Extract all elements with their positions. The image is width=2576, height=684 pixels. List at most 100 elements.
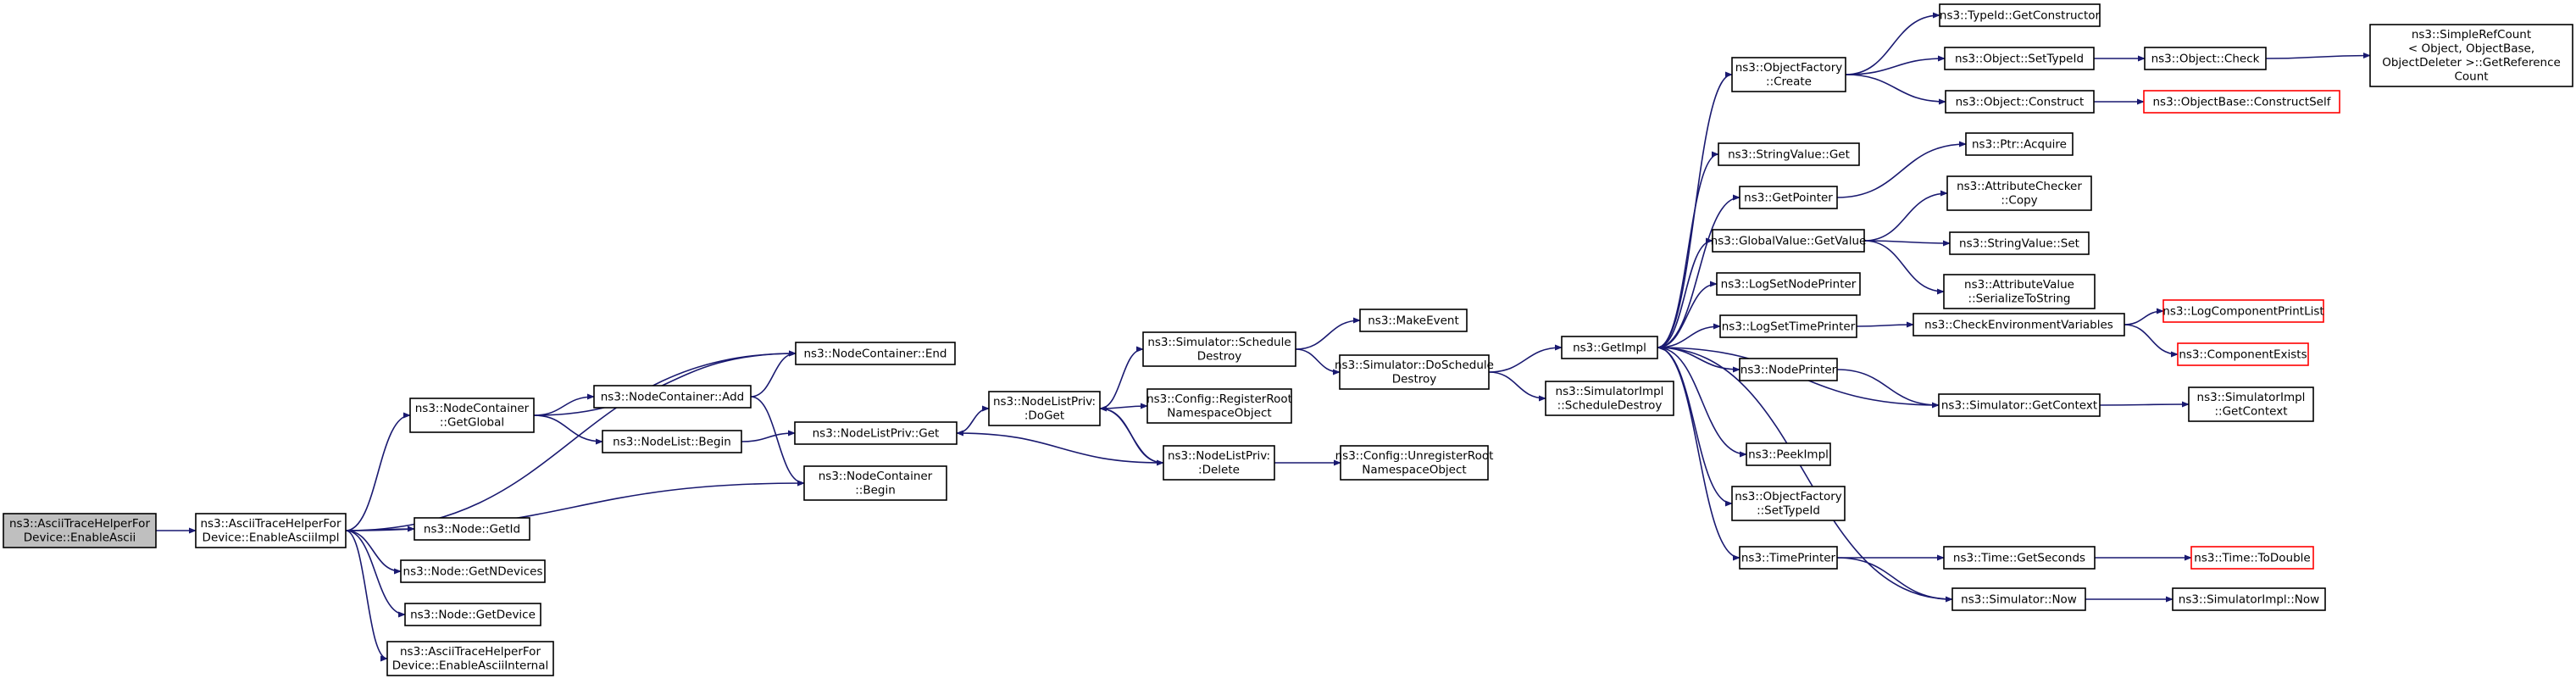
node-box[interactable]	[400, 559, 546, 583]
node-box[interactable]	[1944, 47, 2095, 70]
node-ns3-logsettimeprinter[interactable]: ns3::LogSetTimePrinter	[1719, 314, 1857, 338]
node-ns3-objectfactory-create[interactable]: ns3::ObjectFactory::Create	[1731, 57, 1846, 92]
node-ns3-componentexists[interactable]: ns3::ComponentExists	[2177, 342, 2309, 366]
node-box[interactable]	[1739, 546, 1838, 570]
node-ns3-checkenvironmentvariables[interactable]: ns3::CheckEnvironmentVariables	[1913, 313, 2125, 336]
node-ns3-simulator-getcontext[interactable]: ns3::Simulator::GetContext	[1938, 393, 2101, 417]
node-ns3-nodecontainer-getglobal[interactable]: ns3::NodeContainer::GetGlobal	[409, 398, 535, 433]
node-box[interactable]	[1719, 314, 1857, 338]
node-ns3-nodecontainer-end[interactable]: ns3::NodeContainer::End	[795, 342, 956, 365]
node-box[interactable]	[1545, 381, 1674, 416]
node-box[interactable]	[1561, 336, 1658, 359]
node-ns3-objectbase-constructself[interactable]: ns3::ObjectBase::ConstructSelf	[2143, 90, 2340, 114]
node-ns3-getpointer[interactable]: ns3::GetPointer	[1739, 186, 1838, 209]
node-box[interactable]	[1712, 229, 1865, 253]
node-ns3-objectfactory-settypeid[interactable]: ns3::ObjectFactory::SetTypeId	[1731, 486, 1846, 521]
node-ns3-nodelist-begin[interactable]: ns3::NodeList::Begin	[602, 430, 742, 453]
node-box[interactable]	[195, 513, 347, 548]
node-box[interactable]	[386, 641, 554, 676]
node-ns3-ptr-acquire[interactable]: ns3::Ptr::Acquire	[1965, 132, 2074, 156]
node-ns3-object-settypeid[interactable]: ns3::Object::SetTypeId	[1944, 47, 2095, 70]
node-ns3-nodecontainer-add[interactable]: ns3::NodeContainer::Add	[593, 385, 752, 409]
node-ns3-node-getndevices[interactable]: ns3::Node::GetNDevices	[400, 559, 546, 583]
node-ns3-logcomponentprintlist[interactable]: ns3::LogComponentPrintList	[2162, 299, 2324, 323]
node-ns3-attributevalue-serializetostring[interactable]: ns3::AttributeValue::SerializeToString	[1943, 274, 2096, 309]
node-ns3-nodelistpriv-get[interactable]: ns3::NodeListPriv::Get	[794, 421, 958, 445]
node-ns3-object-construct[interactable]: ns3::Object::Construct	[1945, 90, 2095, 114]
node-box[interactable]	[593, 385, 752, 409]
node-ns3-asciitracehelperfor-device-enableasciiimpl[interactable]: ns3::AsciiTraceHelperForDevice::EnableAs…	[195, 513, 347, 548]
node-ns3-nodelistpriv-doget[interactable]: ns3::NodeListPriv::DoGet	[988, 391, 1101, 426]
node-ns3-attributechecker-copy[interactable]: ns3::AttributeChecker::Copy	[1946, 175, 2092, 211]
node-box[interactable]	[1339, 354, 1490, 390]
node-ns3-nodeprinter[interactable]: ns3::NodePrinter	[1739, 358, 1838, 381]
node-box[interactable]	[1949, 231, 2090, 255]
node-ns3-stringvalue-set[interactable]: ns3::StringValue::Set	[1949, 231, 2090, 255]
node-box[interactable]	[1146, 388, 1292, 424]
node-ns3-getimpl[interactable]: ns3::GetImpl	[1561, 336, 1658, 359]
node-box[interactable]	[1938, 393, 2101, 417]
node-ns3-makeevent[interactable]: ns3::MakeEvent	[1359, 309, 1468, 332]
node-ns3-simulatorimpl-scheduledestroy[interactable]: ns3::SimulatorImpl::ScheduleDestroy	[1545, 381, 1674, 416]
node-ns3-globalvalue-getvalue[interactable]: ns3::GlobalValue::GetValue	[1711, 229, 1867, 253]
node-box[interactable]	[1716, 272, 1861, 296]
node-box[interactable]	[1163, 445, 1275, 481]
node-box[interactable]	[1965, 132, 2074, 156]
node-box[interactable]	[2143, 90, 2340, 114]
node-ns3-time-todouble[interactable]: ns3::Time::ToDouble	[2190, 546, 2314, 570]
node-box[interactable]	[1946, 175, 2092, 211]
node-box[interactable]	[602, 430, 742, 453]
node-ns3-simulatorimpl-getcontext[interactable]: ns3::SimulatorImpl::GetContext	[2188, 386, 2314, 422]
node-box[interactable]	[3, 513, 157, 548]
node-box[interactable]	[2177, 342, 2309, 366]
node-box[interactable]	[1943, 546, 2096, 570]
node-box[interactable]	[1951, 587, 2086, 611]
node-box[interactable]	[1739, 358, 1838, 381]
node-ns3-typeid-getconstructor[interactable]: ns3::TypeId::GetConstructor	[1939, 3, 2101, 27]
node-box[interactable]	[2369, 24, 2573, 87]
node-ns3-peekimpl[interactable]: ns3::PeekImpl	[1746, 442, 1831, 466]
node-box[interactable]	[409, 398, 535, 433]
node-ns3-timeprinter[interactable]: ns3::TimePrinter	[1739, 546, 1838, 570]
node-ns3-config-unregisterroot-namespaceobject[interactable]: ns3::Config::UnregisterRootNamespaceObje…	[1335, 445, 1494, 481]
node-box[interactable]	[2190, 546, 2314, 570]
node-box[interactable]	[1718, 142, 1860, 166]
node-box[interactable]	[404, 603, 541, 626]
node-box[interactable]	[1945, 90, 2095, 114]
node-box[interactable]	[2188, 386, 2314, 422]
node-box[interactable]	[2162, 299, 2324, 323]
node-box[interactable]	[1943, 274, 2096, 309]
node-ns3-simulatorimpl-now[interactable]: ns3::SimulatorImpl::Now	[2172, 587, 2326, 611]
node-ns3-node-getdevice[interactable]: ns3::Node::GetDevice	[404, 603, 541, 626]
node-box[interactable]	[1939, 3, 2101, 27]
node-ns3-simplerefcount-object-objectbase-objectdeleter-getreference-count[interactable]: ns3::SimpleRefCount< Object, ObjectBase,…	[2369, 24, 2573, 87]
node-box[interactable]	[795, 342, 956, 365]
node-box[interactable]	[794, 421, 958, 445]
node-ns3-asciitracehelperfor-device-enableasciiinternal[interactable]: ns3::AsciiTraceHelperForDevice::EnableAs…	[386, 641, 554, 676]
node-box[interactable]	[1340, 445, 1489, 481]
node-box[interactable]	[1739, 186, 1838, 209]
node-ns3-nodelistpriv-delete[interactable]: ns3::NodeListPriv::Delete	[1163, 445, 1275, 481]
node-ns3-logsetnodeprinter[interactable]: ns3::LogSetNodePrinter	[1716, 272, 1861, 296]
node-box[interactable]	[1731, 57, 1846, 92]
node-ns3-simulator-schedule-destroy[interactable]: ns3::Simulator::ScheduleDestroy	[1142, 331, 1296, 367]
node-box[interactable]	[1142, 331, 1296, 367]
node-box[interactable]	[988, 391, 1101, 426]
node-ns3-time-getseconds[interactable]: ns3::Time::GetSeconds	[1943, 546, 2096, 570]
node-ns3-nodecontainer-begin[interactable]: ns3::NodeContainer::Begin	[803, 465, 947, 501]
node-ns3-simulator-now[interactable]: ns3::Simulator::Now	[1951, 587, 2086, 611]
node-ns3-stringvalue-get[interactable]: ns3::StringValue::Get	[1718, 142, 1860, 166]
node-box[interactable]	[1359, 309, 1468, 332]
node-box[interactable]	[1913, 313, 2125, 336]
node-box[interactable]	[1746, 442, 1831, 466]
node-box[interactable]	[803, 465, 947, 501]
node-box[interactable]	[414, 517, 530, 541]
node-ns3-object-check[interactable]: ns3::Object::Check	[2144, 47, 2267, 70]
node-ns3-node-getid[interactable]: ns3::Node::GetId	[414, 517, 530, 541]
node-ns3-asciitracehelperfor-device-enableascii[interactable]: ns3::AsciiTraceHelperForDevice::EnableAs…	[3, 513, 157, 548]
node-box[interactable]	[2172, 587, 2326, 611]
node-box[interactable]	[2144, 47, 2267, 70]
node-box[interactable]	[1731, 486, 1846, 521]
